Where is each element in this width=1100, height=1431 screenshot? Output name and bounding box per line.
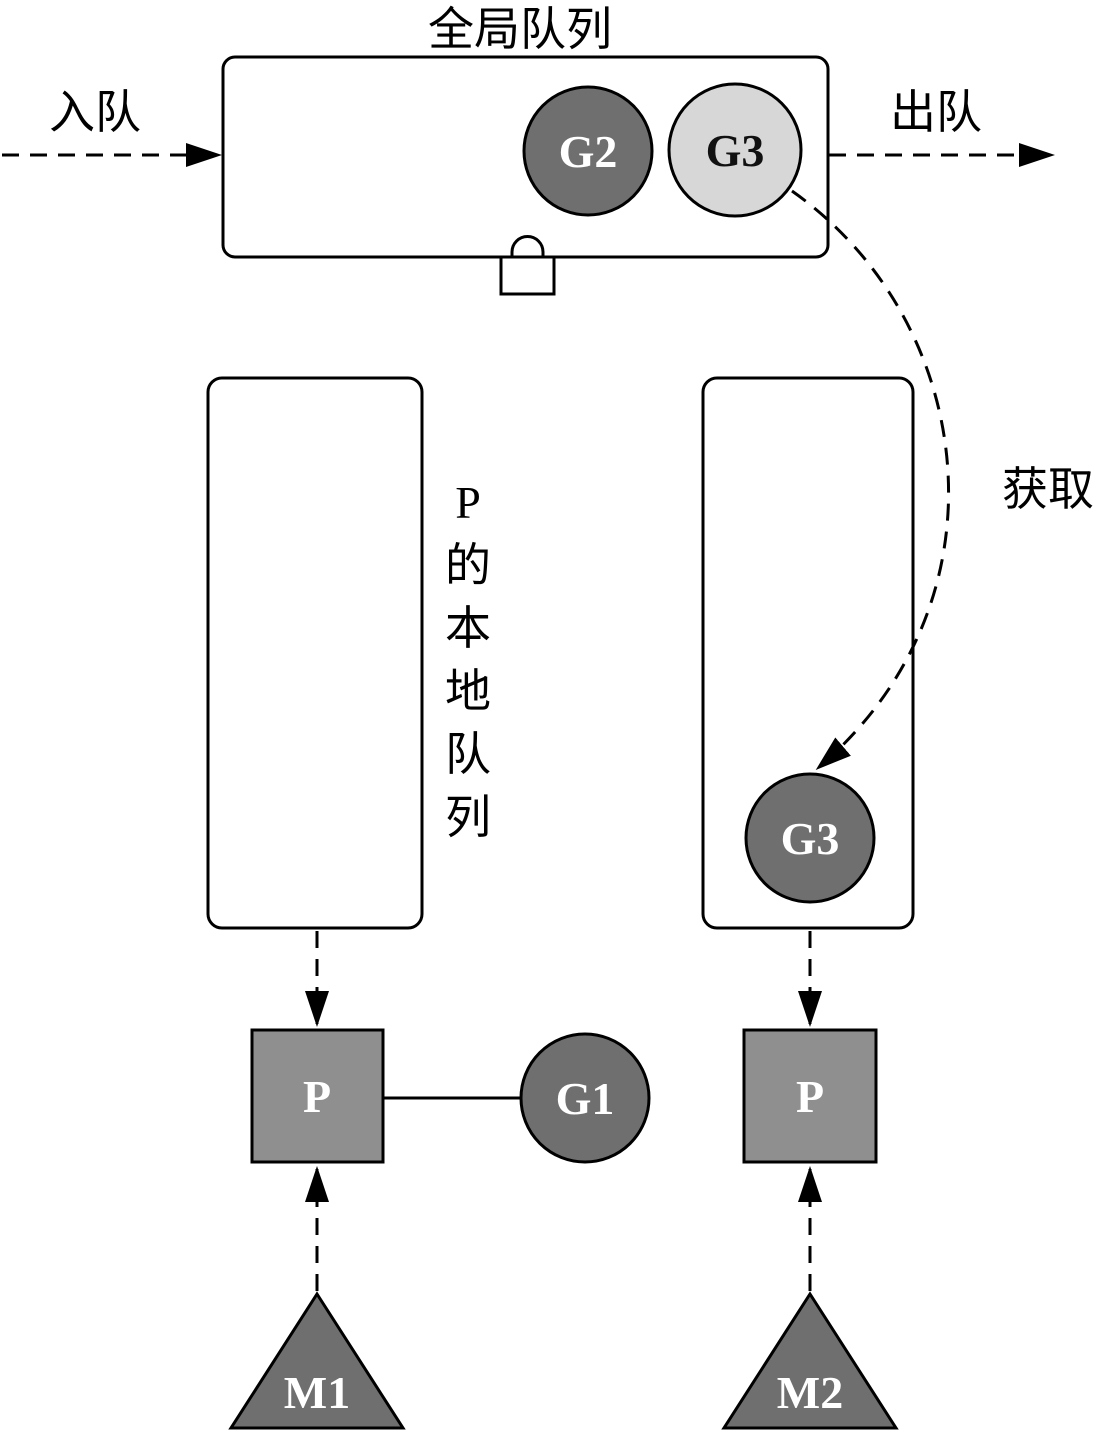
dequeue-label: 出队 [890, 87, 982, 138]
local-queue-label-char: P [455, 477, 481, 528]
machine-m2-label: M2 [777, 1367, 843, 1418]
local-queue-label-char: 本 [445, 603, 491, 654]
local-queue-label-char: 的 [445, 540, 491, 591]
goroutine-g3-local-node [744, 772, 876, 904]
local-queue-label-char: 队 [445, 729, 491, 780]
goroutine-g2-node [522, 85, 654, 217]
goroutine-g3-global-label: G3 [706, 125, 765, 176]
local-queue-right-box [701, 376, 915, 930]
processor-p-left-node [250, 1028, 385, 1164]
goroutine-g1-label: G1 [556, 1073, 615, 1124]
goroutine-g3-global-node [667, 82, 803, 218]
lock-shackle [510, 235, 545, 258]
acquire-arrow [791, 189, 951, 770]
goroutine-g1-node [519, 1032, 651, 1164]
processor-p-right-label: P [796, 1071, 824, 1122]
processor-p-right-node [742, 1028, 878, 1164]
local-queue-left-box [206, 376, 424, 930]
local-queue-label-char: 地 [445, 666, 491, 717]
global-queue-title: 全局队列 [428, 4, 612, 55]
local-queue-label-char: 列 [445, 792, 491, 843]
enqueue-label: 入队 [49, 87, 141, 138]
goroutine-g2-label: G2 [559, 126, 618, 177]
processor-p-left-label: P [303, 1071, 331, 1122]
machine-m1-label: M1 [284, 1367, 350, 1418]
machine-m1-node [228, 1291, 406, 1430]
lock-icon [499, 235, 556, 296]
local-queue-label: P 的 本 地 队 列 [445, 477, 491, 843]
machine-m2-node [721, 1291, 899, 1430]
lock-body [499, 255, 556, 296]
goroutine-g3-local-label: G3 [781, 813, 840, 864]
acquire-label: 获取 [1002, 464, 1094, 515]
